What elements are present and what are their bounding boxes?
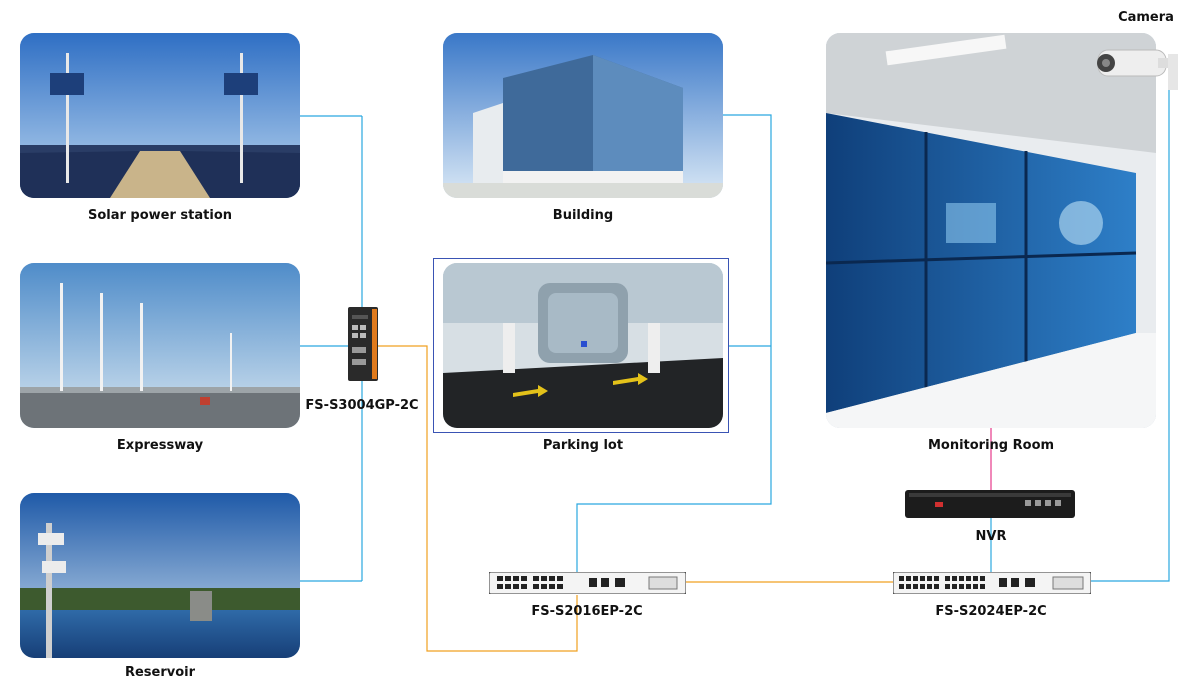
reservoir-photo <box>20 493 300 658</box>
reservoir-image <box>20 493 300 658</box>
solar-label: Solar power station <box>87 208 233 223</box>
parking-image <box>443 263 723 428</box>
building-photo <box>443 33 723 198</box>
expressway-image <box>20 263 300 428</box>
nvr-label: NVR <box>975 529 1007 544</box>
parking-frame <box>433 258 729 433</box>
industrial-switch-icon <box>348 307 378 381</box>
switch-24-icon <box>892 571 1092 595</box>
monitoring-image <box>826 33 1156 428</box>
monitoring-photo <box>826 33 1156 428</box>
solar-image <box>20 33 300 198</box>
building-label: Building <box>552 208 614 223</box>
camera-label: Camera <box>1118 10 1174 25</box>
reservoir-label: Reservoir <box>124 665 196 680</box>
industrial-switch-label: FS-S3004GP-2C <box>305 398 419 413</box>
switch-16-label: FS-S2016EP-2C <box>531 604 643 619</box>
building-image <box>443 33 723 198</box>
nvr-icon <box>905 490 1075 518</box>
solar-photo <box>20 33 300 198</box>
switch-16-icon <box>488 571 687 595</box>
expressway-photo <box>20 263 300 428</box>
monitoring-label: Monitoring Room <box>927 438 1055 453</box>
camera-icon <box>1088 28 1184 92</box>
parking-label: Parking lot <box>542 438 624 453</box>
switch-24-label: FS-S2024EP-2C <box>935 604 1047 619</box>
parking-photo <box>443 263 723 428</box>
expressway-label: Expressway <box>116 438 204 453</box>
